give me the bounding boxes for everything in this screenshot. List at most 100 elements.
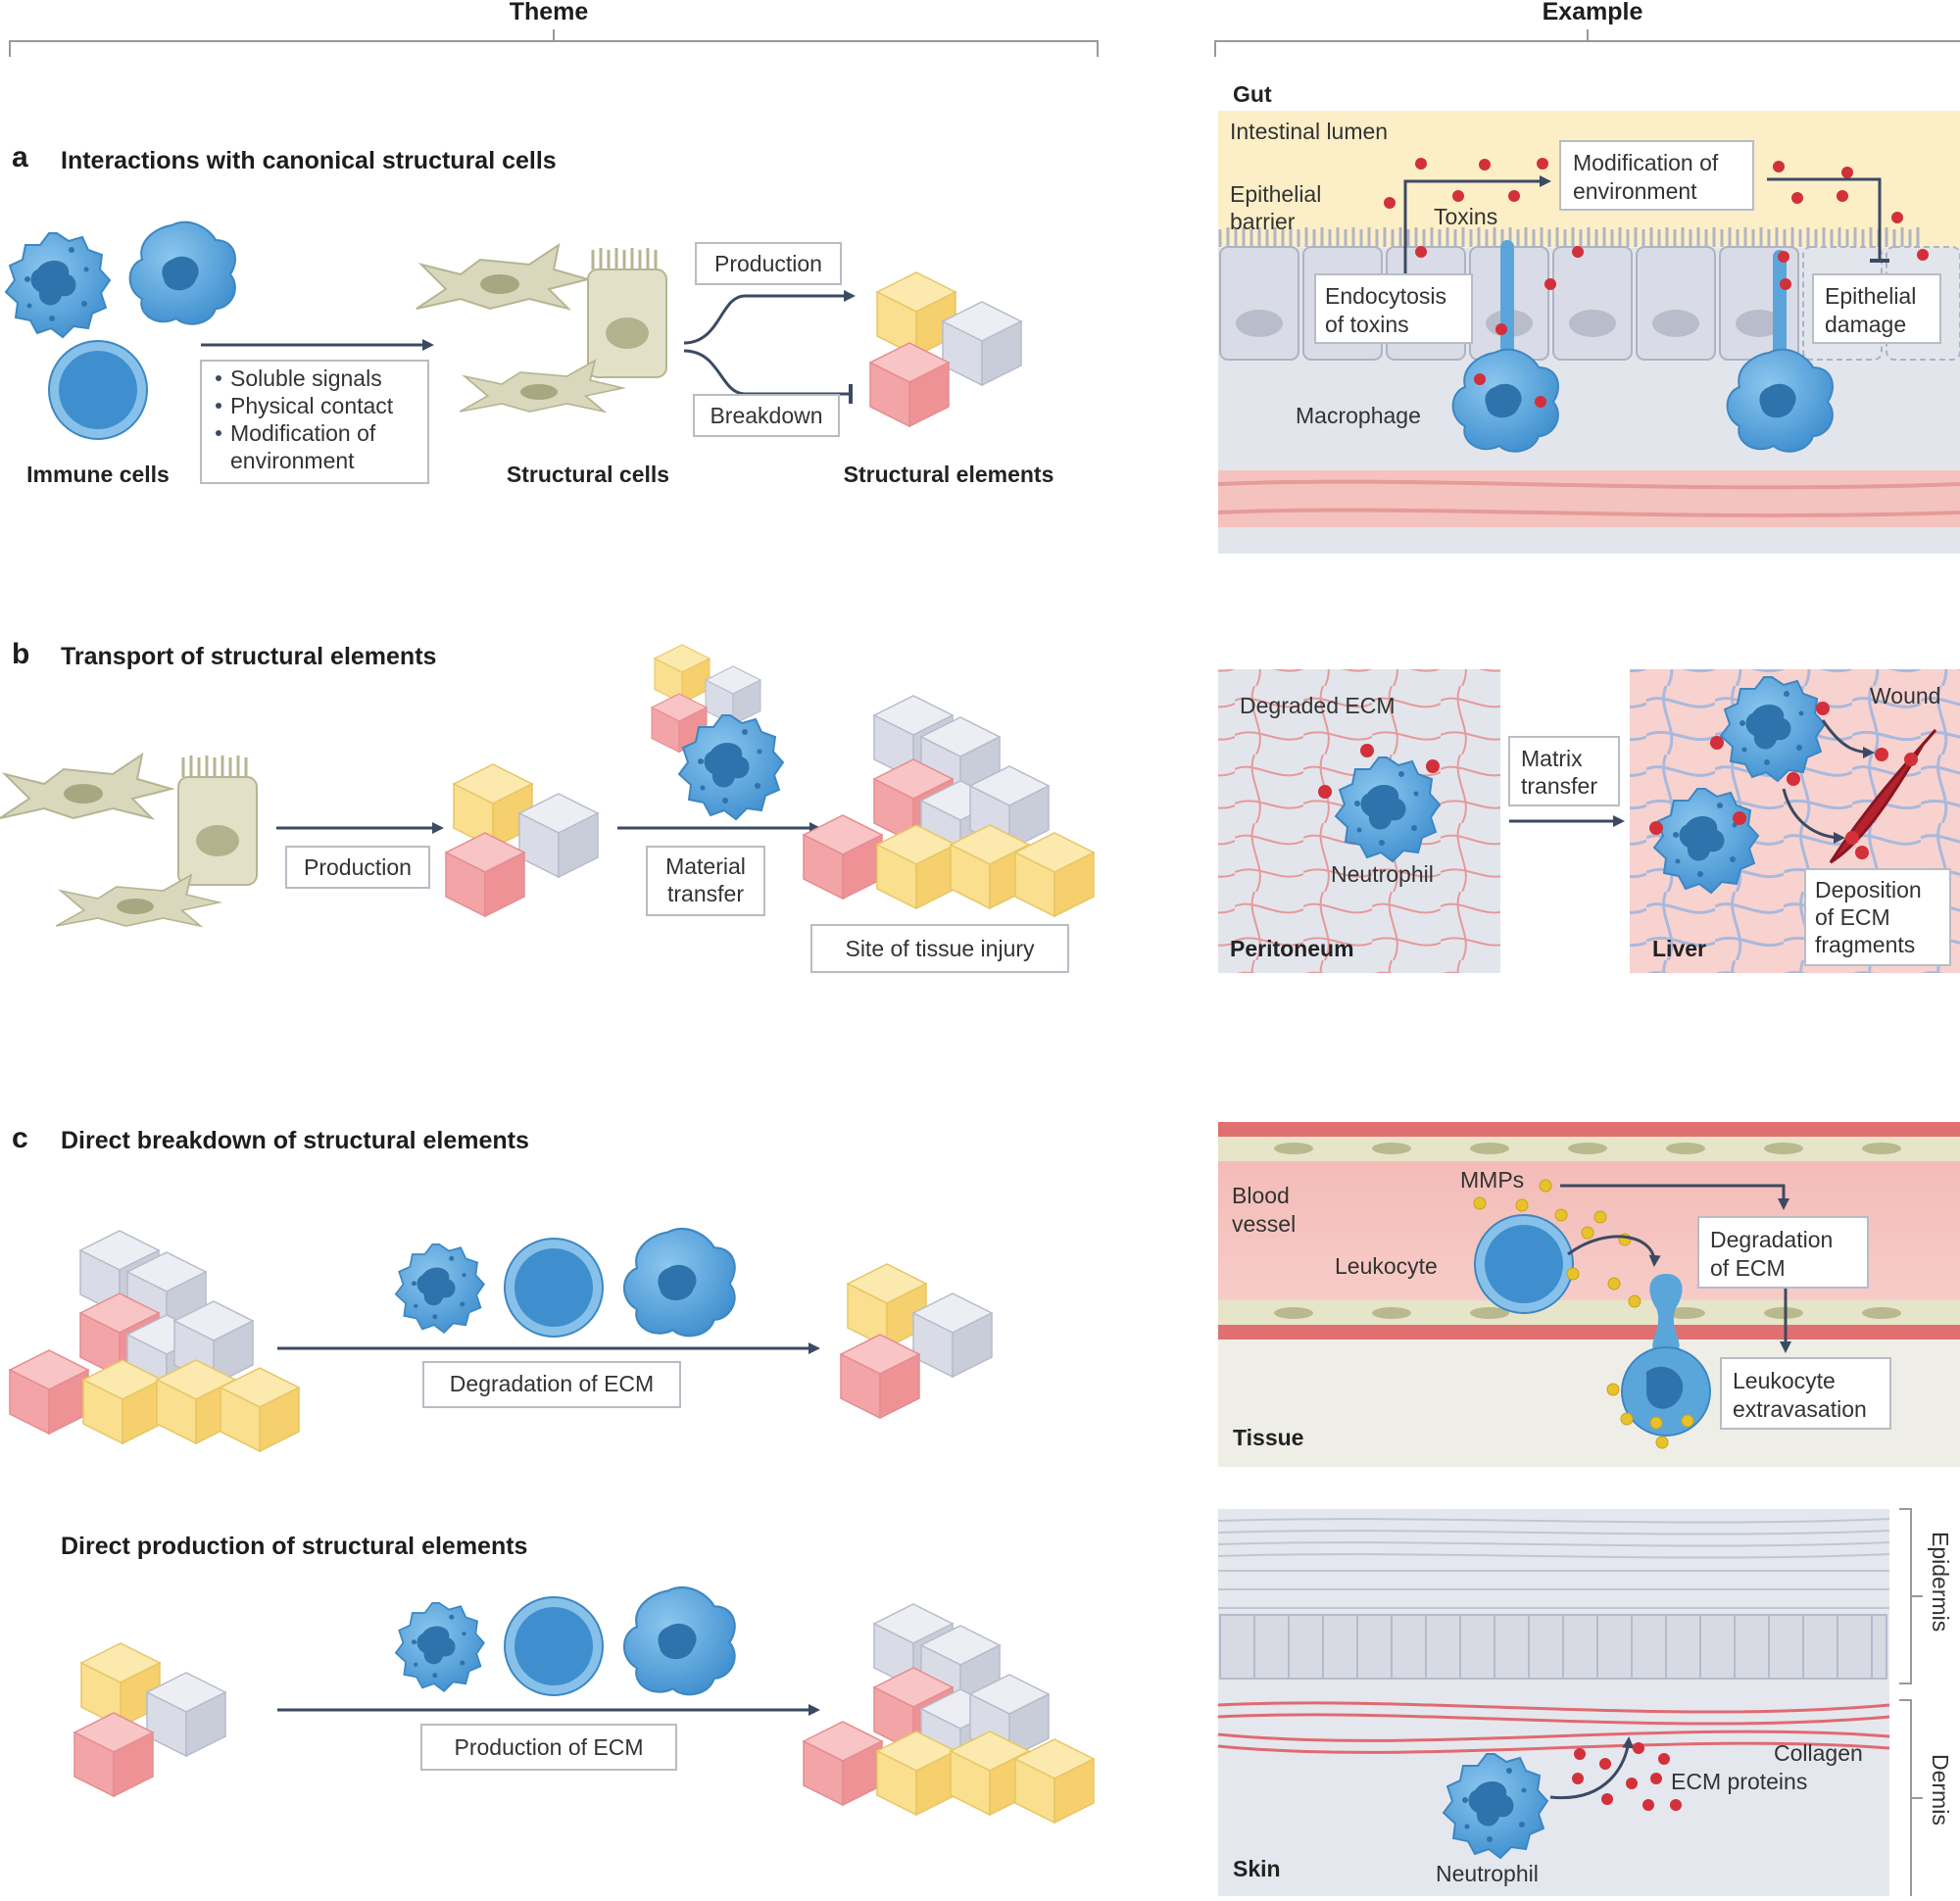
b-cubes [445,763,599,917]
site-injury-box [810,924,1069,973]
material-transfer-box [646,846,765,916]
c2-macrophage-icon [622,1585,736,1696]
degradation-ecm-box [1697,1216,1869,1289]
gut-title: Gut [1233,81,1272,107]
matrix-transfer-label-1: Matrix [1521,746,1583,771]
epithelial-damage-label-2: damage [1825,312,1906,337]
skin-neutrophil-label: Neutrophil [1436,1861,1539,1886]
deposition-label-3: fragments [1815,932,1915,957]
ecm-proteins-label: ECM proteins [1671,1769,1807,1794]
section-b-title: Transport of structural elements [61,643,436,670]
production-ecm-label: Production of ECM [454,1734,643,1760]
extravasation-label-2: extravasation [1733,1396,1867,1422]
production-label: Production [714,251,822,276]
collagen-fibres [1217,1701,1890,1754]
gut-example: Gut [1217,81,1960,554]
bullet-modification: Modification of [230,420,376,446]
vessel-degradation-label-2: of ECM [1710,1255,1786,1281]
modification-box [1559,140,1754,211]
vessel-degradation-label-1: Degradation [1710,1227,1833,1252]
breakdown-label: Breakdown [710,403,822,428]
c2-lymphocyte-icon [504,1596,604,1696]
toxins-label: Toxins [1434,204,1497,229]
immune-cells-label: Immune cells [26,462,170,487]
deposition-label-2: of ECM [1815,904,1890,930]
intestinal-lumen-label: Intestinal lumen [1230,119,1388,144]
degradation-label: Degradation of ECM [450,1371,654,1396]
example-header-label: Example [1543,0,1643,25]
c-cubes-before [74,1642,226,1797]
blood-vessel-label-1: Blood [1232,1183,1290,1208]
wound-label: Wound [1870,683,1940,708]
material-transfer-label-2: transfer [667,881,744,906]
leukocyte-label: Leukocyte [1335,1253,1438,1279]
matrix-transfer-label-2: transfer [1521,773,1597,799]
extravasation-label-1: Leukocyte [1733,1368,1836,1393]
production-box [695,242,842,285]
bullet-physical-contact: Physical contact [230,393,394,418]
epithelial-damage-label-1: Epithelial [1825,283,1916,309]
c-lymphocyte-icon [504,1238,604,1338]
endocytosis-box [1314,273,1473,344]
c-stack-before [9,1230,300,1452]
peritoneum-neutrophil-label: Neutrophil [1331,861,1434,887]
degraded-ecm-label: Degraded ECM [1240,693,1396,718]
modification-label-1: Modification of [1573,150,1719,175]
matrix-transfer-box [1508,736,1620,806]
degradation-box [422,1361,681,1408]
blood-vessel-label-2: vessel [1232,1211,1296,1237]
theme-header-label: Theme [510,0,589,25]
macrophage-label: Macrophage [1296,403,1421,428]
b-fibroblast-icon [0,754,172,819]
section-c: c Direct breakdown of structural element… [9,1122,1095,1824]
epidermis-layer [1217,1518,1890,1680]
endocytosis-label-1: Endocytosis [1325,283,1446,309]
section-b-letter: b [12,638,29,670]
toxin-dots [1384,158,1929,408]
blood-vessel-example: Blood vessel MMPs Leukocyte Degradation … [1218,1122,1960,1467]
deposition-label-1: Deposition [1815,877,1922,902]
dermis-label: Dermis [1928,1754,1953,1826]
structural-cells-label: Structural cells [507,462,669,487]
c-macrophage-icon [622,1227,736,1338]
bullet-environment: environment [230,448,355,473]
skin-example: Collagen ECM proteins Skin Neutrophil Ep… [1217,1508,1953,1896]
mmps-label: MMPs [1460,1167,1524,1193]
example-header: Example [1214,0,1960,57]
c-neutrophil-icon [394,1243,485,1334]
liver-label: Liver [1652,936,1706,961]
structural-elements-label: Structural elements [844,462,1054,487]
b-injury-stack [803,695,1095,917]
theme-header: Theme [9,0,1099,57]
extravasation-box [1720,1357,1891,1430]
tissue-label: Tissue [1233,1425,1303,1450]
section-a-letter: a [12,141,28,173]
fibroblast-icon [416,244,589,310]
endocytosis-label-2: of toxins [1325,312,1409,337]
section-c-title: Direct breakdown of structural elements [61,1127,529,1154]
peritoneum-label: Peritoneum [1230,936,1354,961]
deposition-box [1804,868,1951,966]
section-a: a Interactions with canonical structural… [5,141,1054,487]
breakdown-box [693,394,840,437]
section-a-title: Interactions with canonical structural c… [61,147,557,174]
macrophage-icon [128,220,237,325]
neutrophil-icon [5,232,111,338]
b-production-box [285,846,430,889]
collagen-label: Collagen [1774,1740,1863,1766]
epithelial-barrier-label-1: Epithelial [1230,181,1321,207]
section-c-letter: c [12,1122,28,1154]
epidermis-label: Epidermis [1928,1532,1953,1632]
c2-neutrophil-icon [394,1601,485,1692]
production-ecm-box [420,1724,677,1771]
c-stack-after [803,1603,1095,1824]
epithelial-cell-icon [586,246,668,379]
epithelial-barrier-label-2: barrier [1230,209,1296,234]
leukocyte-icon [1474,1214,1574,1314]
b-production-label: Production [304,854,412,880]
skin-label: Skin [1233,1856,1281,1881]
structural-elements-cubes [869,271,1022,427]
site-injury-label: Site of tissue injury [845,936,1035,961]
peritoneum-liver-example: Degraded ECM Neutrophil Peritoneum Matri… [1218,669,1960,973]
